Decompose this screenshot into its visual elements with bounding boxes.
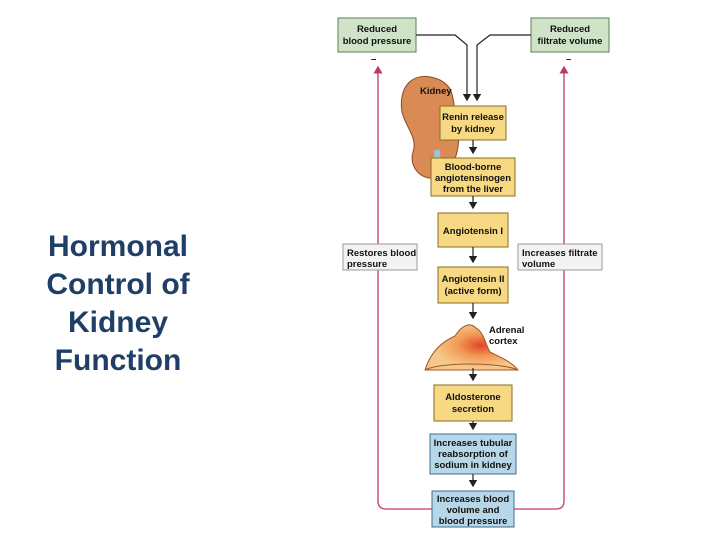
tubular-line-2: reabsorption of [438,449,509,460]
angiotensinogen-line-3: from the liver [443,184,503,195]
restores-line-2: pressure [347,259,387,270]
angiotensinogen-line-1: Blood-borne [445,162,501,173]
angiotensinogen-box: Blood-borne angiotensinogen from the liv… [430,157,516,197]
title-line-1: Hormonal [47,230,188,263]
angiotensin-2-line-1: Angiotensin II [442,274,505,285]
title-line-3: Kidney [67,306,169,339]
renin-box: Renin release by kidney [439,105,507,141]
arrow-bp-to-renin [416,34,472,102]
adrenal-label-line-2: cortex [489,336,518,347]
blood-volume-line-3: blood pressure [439,516,508,527]
feedback-loop-right [514,65,569,510]
reduced-fv-box: Reduced filtrate volume [530,17,610,53]
renin-line-1: Renin release [442,112,504,123]
angiotensin-1-label: Angiotensin I [443,226,503,237]
feedback-loop-left [373,65,432,510]
adrenal-shape [424,324,520,371]
blood-volume-line-2: volume and [447,505,500,516]
aldosterone-line-1: Aldosterone [445,392,500,403]
title-line-4: Function [54,344,182,377]
angiotensin-2-line-2: (active form) [444,286,501,297]
aldosterone-line-2: secretion [452,404,494,415]
angiotensin-2-box: Angiotensin II (active form) [437,266,509,304]
angiotensinogen-line-2: angiotensinogen [435,173,511,184]
title-line-2: Control of [46,268,190,301]
reduced-fv-line-1: Reduced [550,24,590,35]
increases-fv-line-2: volume [522,259,555,270]
tubular-line-3: sodium in kidney [434,460,512,471]
aldosterone-box: Aldosterone secretion [433,384,513,422]
minus-sign-left: – [371,54,376,65]
restores-bp-box: Restores blood pressure [342,243,418,271]
angiotensin-1-box: Angiotensin I [437,212,509,248]
adrenal-illustration: Adrenal cortex [424,324,524,371]
reduced-bp-line-1: Reduced [357,24,397,35]
blood-volume-line-1: Increases blood [437,494,510,505]
renin-line-2: by kidney [451,124,496,135]
reduced-bp-line-2: blood pressure [343,36,412,47]
slide-title: Hormonal Control of Kidney Function [18,228,218,380]
kidney-label: Kidney [420,86,452,97]
increases-fv-box: Increases filtrate volume [517,243,603,271]
minus-sign-right: – [566,54,571,65]
arrow-fv-to-renin [472,34,531,102]
reduced-fv-line-2: filtrate volume [538,36,603,47]
tubular-box: Increases tubular reabsorption of sodium… [429,433,517,475]
blood-volume-box: Increases blood volume and blood pressur… [431,490,515,528]
adrenal-base [424,363,519,371]
reduced-bp-box: Reduced blood pressure [337,17,417,53]
adrenal-label-line-1: Adrenal [489,325,524,336]
tubular-line-1: Increases tubular [434,438,513,449]
restores-line-1: Restores blood [347,248,416,259]
increases-fv-line-1: Increases filtrate [522,248,598,259]
